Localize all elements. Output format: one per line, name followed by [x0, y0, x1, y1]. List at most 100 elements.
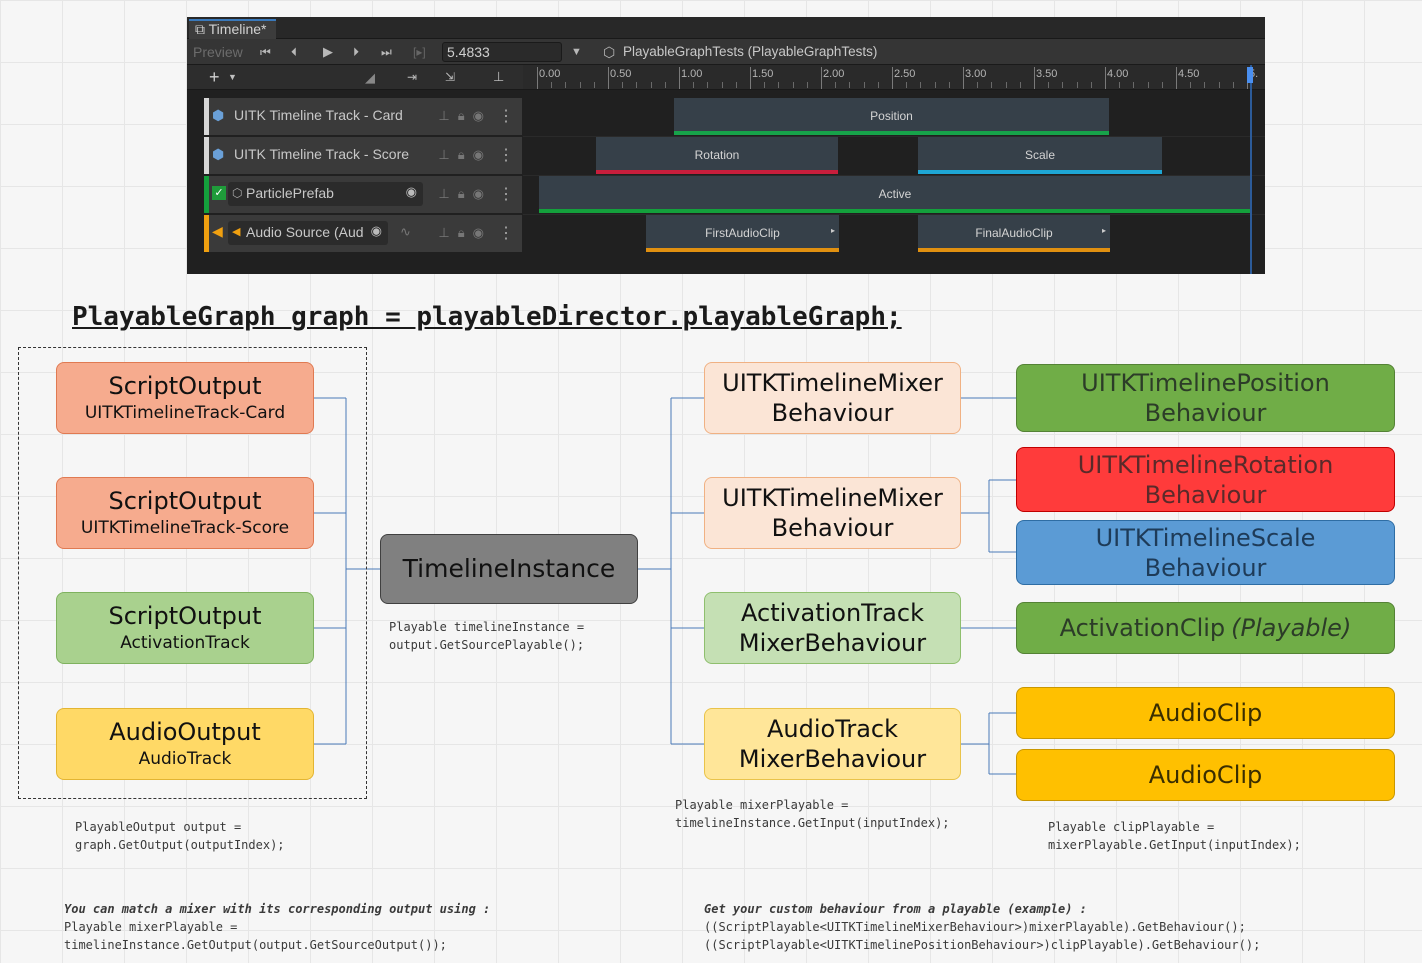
code-output: PlayableOutput output = graph.GetOutput(… — [75, 820, 285, 852]
script-output-score: ScriptOutput UITKTimelineTrack-Score — [56, 477, 314, 549]
behaviour-heading: Get your custom behaviour from a playabl… — [704, 902, 1087, 916]
ruler-major-tick — [608, 67, 609, 89]
code-clip: Playable clipPlayable = mixerPlayable.Ge… — [1048, 820, 1301, 852]
goto-end-icon[interactable]: ⏭ — [381, 45, 392, 59]
object-field[interactable]: ◀︎ Audio Source (Aud ◉ — [228, 221, 388, 245]
headline-code: PlayableGraph graph = playableDirector.p… — [72, 302, 902, 332]
ruler-minor-tick — [707, 82, 709, 88]
clip-scale[interactable]: Scale — [918, 137, 1162, 174]
ruler-minor-tick — [934, 82, 936, 88]
ruler-minor-tick — [1076, 82, 1078, 88]
track-menu-icon[interactable]: ⋮ — [498, 225, 514, 242]
output-subtitle: UITKTimelineTrack-Card — [84, 403, 286, 423]
ruler-minor-tick — [906, 82, 908, 88]
ruler-minor-tick — [636, 82, 638, 88]
previous-frame-icon[interactable]: ⏴ — [291, 45, 298, 59]
behaviour-line1: UITKTimelineScale — [1095, 523, 1316, 552]
ruler-minor-tick — [1133, 82, 1135, 88]
track-color-bar — [204, 176, 209, 213]
code-mixer: Playable mixerPlayable = timelineInstanc… — [675, 798, 950, 830]
curves-toggle-icon[interactable]: ∿ — [400, 224, 411, 239]
timeline-asset-breadcrumb[interactable]: PlayableGraphTests (PlayableGraphTests) — [623, 44, 878, 59]
playhead-handle[interactable] — [1247, 67, 1253, 83]
time-format-dropdown-icon[interactable]: ▼ — [571, 46, 582, 58]
track-lock-mute-icons[interactable]: ⊥🔒︎◉ — [438, 108, 492, 123]
add-track-icon[interactable]: + — [209, 67, 220, 87]
track-color-bar — [204, 98, 209, 135]
output-subtitle: AudioTrack — [138, 749, 232, 769]
output-title: AudioOutput — [109, 718, 261, 746]
next-frame-icon[interactable]: ⏵ — [353, 45, 360, 59]
track-menu-icon[interactable]: ⋮ — [498, 108, 514, 125]
ruler-tick-label: 3.50 — [1036, 68, 1058, 80]
ruler-major-tick — [1034, 67, 1035, 89]
clip-rotation[interactable]: Rotation — [596, 137, 838, 174]
ruler-minor-tick — [579, 82, 581, 88]
audio-clip-1: AudioClip — [1016, 687, 1395, 739]
object-picker-icon[interactable]: ◉ — [405, 184, 417, 199]
ruler-minor-tick — [664, 82, 666, 88]
object-field[interactable]: ⬡ ParticlePrefab ◉ — [228, 182, 423, 206]
track-separator — [523, 175, 1265, 176]
mixer-line1: UITKTimelineMixer — [722, 484, 943, 512]
ruler-minor-tick — [1005, 82, 1007, 88]
ruler-tick-label: 4.00 — [1107, 68, 1129, 80]
play-icon[interactable]: ▶ — [323, 44, 333, 59]
track-separator — [523, 136, 1265, 137]
track-uitk-score[interactable]: ⬢ UITK Timeline Track - Score ⊥🔒︎◉ ⋮ — [204, 137, 522, 174]
track-menu-icon[interactable]: ⋮ — [498, 186, 514, 203]
time-field[interactable]: 5.4833 — [442, 42, 562, 62]
add-dropdown-icon[interactable]: ▼ — [228, 72, 237, 82]
audio-track-icon: ◀︎ — [212, 223, 223, 239]
clip-label: Scale — [1024, 148, 1056, 162]
ruler-minor-tick — [1147, 82, 1149, 88]
output-subtitle: UITKTimelineTrack-Score — [80, 518, 290, 538]
audio-clip-label: AudioClip — [1148, 699, 1263, 727]
snap-icon[interactable]: ⇲ — [445, 70, 456, 84]
preview-button[interactable]: Preview — [193, 44, 243, 60]
pin-icon[interactable]: ⊥ — [493, 69, 505, 84]
audio-clip-label: AudioClip — [1148, 761, 1263, 789]
track-color-bar — [204, 137, 209, 174]
track-lock-mute-icons[interactable]: ⊥🔒︎◉ — [438, 186, 492, 201]
clip-edit-mode-icon[interactable]: ⇥ — [407, 70, 418, 84]
clip-position[interactable]: Position — [674, 98, 1109, 135]
play-range-icon[interactable]: [▸] — [413, 45, 426, 59]
goto-start-icon[interactable]: ⏮ — [260, 45, 272, 59]
ruler-major-tick — [821, 67, 822, 89]
track-lock-mute-icons[interactable]: ⊥🔒︎◉ — [438, 147, 492, 162]
clip-label: FinalAudioClip — [975, 226, 1053, 240]
track-activation[interactable]: ✓ ⬡ ParticlePrefab ◉ ⊥🔒︎◉ ⋮ — [204, 176, 522, 213]
behaviour-line1: UITKTimelinePosition — [1081, 369, 1330, 397]
clip-final-audio[interactable]: FinalAudioClip ▸ — [918, 215, 1110, 252]
timeline-tab-title: Timeline* — [208, 21, 267, 37]
track-uitk-card[interactable]: ⬢ UITK Timeline Track - Card ⊥🔒︎◉ ⋮ — [204, 98, 522, 135]
timeline-window: ⧉ Timeline* Preview ⏮ ⏴ ▶ ⏵ ⏭ [▸] 5.4833… — [187, 17, 1265, 274]
match-heading: You can match a mixer with its correspon… — [64, 902, 491, 916]
track-audio[interactable]: ◀︎ ◀︎ Audio Source (Aud ◉ ∿ ⊥🔒︎◉ ⋮ — [204, 215, 522, 252]
timeline-toolbar: Preview ⏮ ⏴ ▶ ⏵ ⏭ [▸] 5.4833 ▼ ⬡ Playabl… — [187, 39, 1265, 65]
object-picker-icon[interactable]: ◉ — [370, 223, 382, 238]
clip-active[interactable]: Active — [539, 176, 1251, 213]
script-output-activation: ScriptOutput ActivationTrack — [56, 592, 314, 664]
behaviour-line2: Behaviour — [1144, 480, 1267, 509]
timeline-tab[interactable]: ⧉ Timeline* — [189, 19, 277, 39]
track-menu-icon[interactable]: ⋮ — [498, 147, 514, 164]
track-controls-bar: + ▼ ◢ ⇥ ⇲ ⊥ — [187, 65, 523, 90]
playhead-line[interactable] — [1250, 65, 1252, 274]
ruler-minor-tick — [778, 82, 780, 88]
mixer-line2: MixerBehaviour — [738, 629, 927, 657]
track-lock-mute-icons[interactable]: ⊥🔒︎◉ — [438, 225, 492, 240]
behaviour-line2: Behaviour — [1144, 553, 1267, 582]
activation-checkbox[interactable]: ✓ — [212, 186, 226, 200]
clip-first-audio[interactable]: FirstAudioClip ▸ — [646, 215, 839, 252]
ruler-minor-tick — [650, 82, 652, 88]
ruler-minor-tick — [1048, 82, 1050, 88]
mixer-line1: AudioTrack — [766, 715, 898, 743]
ruler-minor-tick — [565, 82, 567, 88]
activation-clip-label: ActivationClip — [1059, 614, 1226, 642]
ruler-minor-tick — [863, 82, 865, 88]
curves-icon[interactable]: ◢ — [365, 70, 375, 85]
ruler-minor-tick — [593, 82, 595, 88]
